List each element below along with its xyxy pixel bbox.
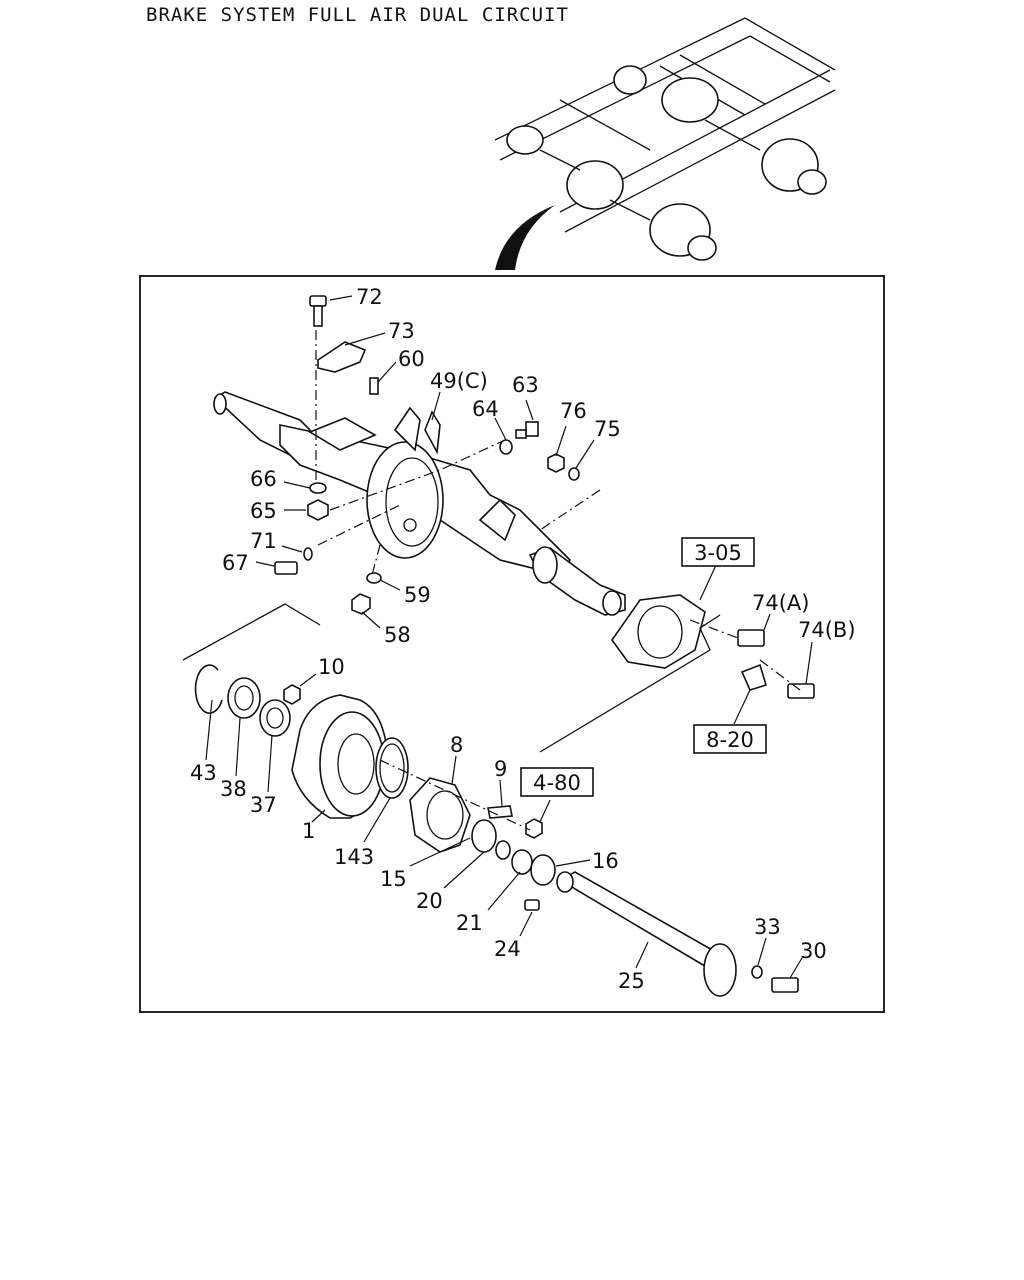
diagram-frame	[139, 275, 885, 1013]
callout-58: 58	[384, 623, 411, 647]
callout-72: 72	[356, 285, 383, 309]
hub-drum-assembly	[194, 664, 556, 911]
callout-10: 10	[318, 655, 345, 679]
axle-shaft	[556, 871, 799, 997]
backing-plate	[611, 594, 815, 699]
ref-4-80-label: 4-80	[533, 771, 581, 795]
callout-43: 43	[190, 761, 217, 785]
callout-76: 76	[560, 399, 587, 423]
callout-labels: 72 73 60 49(C) 63 64 76 75 66 65 71 67 5…	[190, 285, 856, 993]
reference-boxes: 3-05 8-20 4-80	[520, 537, 767, 797]
callout-65: 65	[250, 499, 277, 523]
callout-21: 21	[456, 911, 483, 935]
callout-24: 24	[494, 937, 521, 961]
callout-67: 67	[222, 551, 249, 575]
callout-73: 73	[388, 319, 415, 343]
callout-71: 71	[250, 529, 277, 553]
callout-49c: 49(C)	[430, 369, 488, 393]
ref-8-20-label: 8-20	[706, 728, 754, 752]
callout-16: 16	[592, 849, 619, 873]
callout-63: 63	[512, 373, 539, 397]
callout-74b: 74(B)	[798, 618, 856, 642]
callout-33: 33	[754, 915, 781, 939]
callout-15: 15	[380, 867, 407, 891]
callout-8: 8	[450, 733, 463, 757]
page-title: BRAKE SYSTEM FULL AIR DUAL CIRCUIT	[146, 4, 569, 26]
leader-lines	[205, 295, 813, 979]
axle-housing	[213, 391, 626, 616]
callout-66: 66	[250, 467, 277, 491]
callout-9: 9	[494, 757, 507, 781]
callout-60: 60	[398, 347, 425, 371]
upper-hardware	[274, 295, 580, 615]
callout-38: 38	[220, 777, 247, 801]
callout-74a: 74(A)	[752, 591, 809, 615]
callout-1: 1	[302, 819, 315, 843]
ref-3-05-label: 3-05	[694, 541, 742, 565]
callout-75: 75	[594, 417, 621, 441]
ref-box-8-20[interactable]: 8-20	[693, 724, 767, 754]
callout-59: 59	[404, 583, 431, 607]
callout-143: 143	[334, 845, 374, 869]
callout-30: 30	[800, 939, 827, 963]
ref-box-4-80[interactable]: 4-80	[520, 767, 594, 797]
callout-25: 25	[618, 969, 645, 993]
callout-64: 64	[472, 397, 499, 421]
centre-lines	[182, 330, 801, 831]
callout-37: 37	[250, 793, 277, 817]
chassis-overview	[494, 17, 836, 270]
ref-box-3-05[interactable]: 3-05	[681, 537, 755, 567]
callout-20: 20	[416, 889, 443, 913]
